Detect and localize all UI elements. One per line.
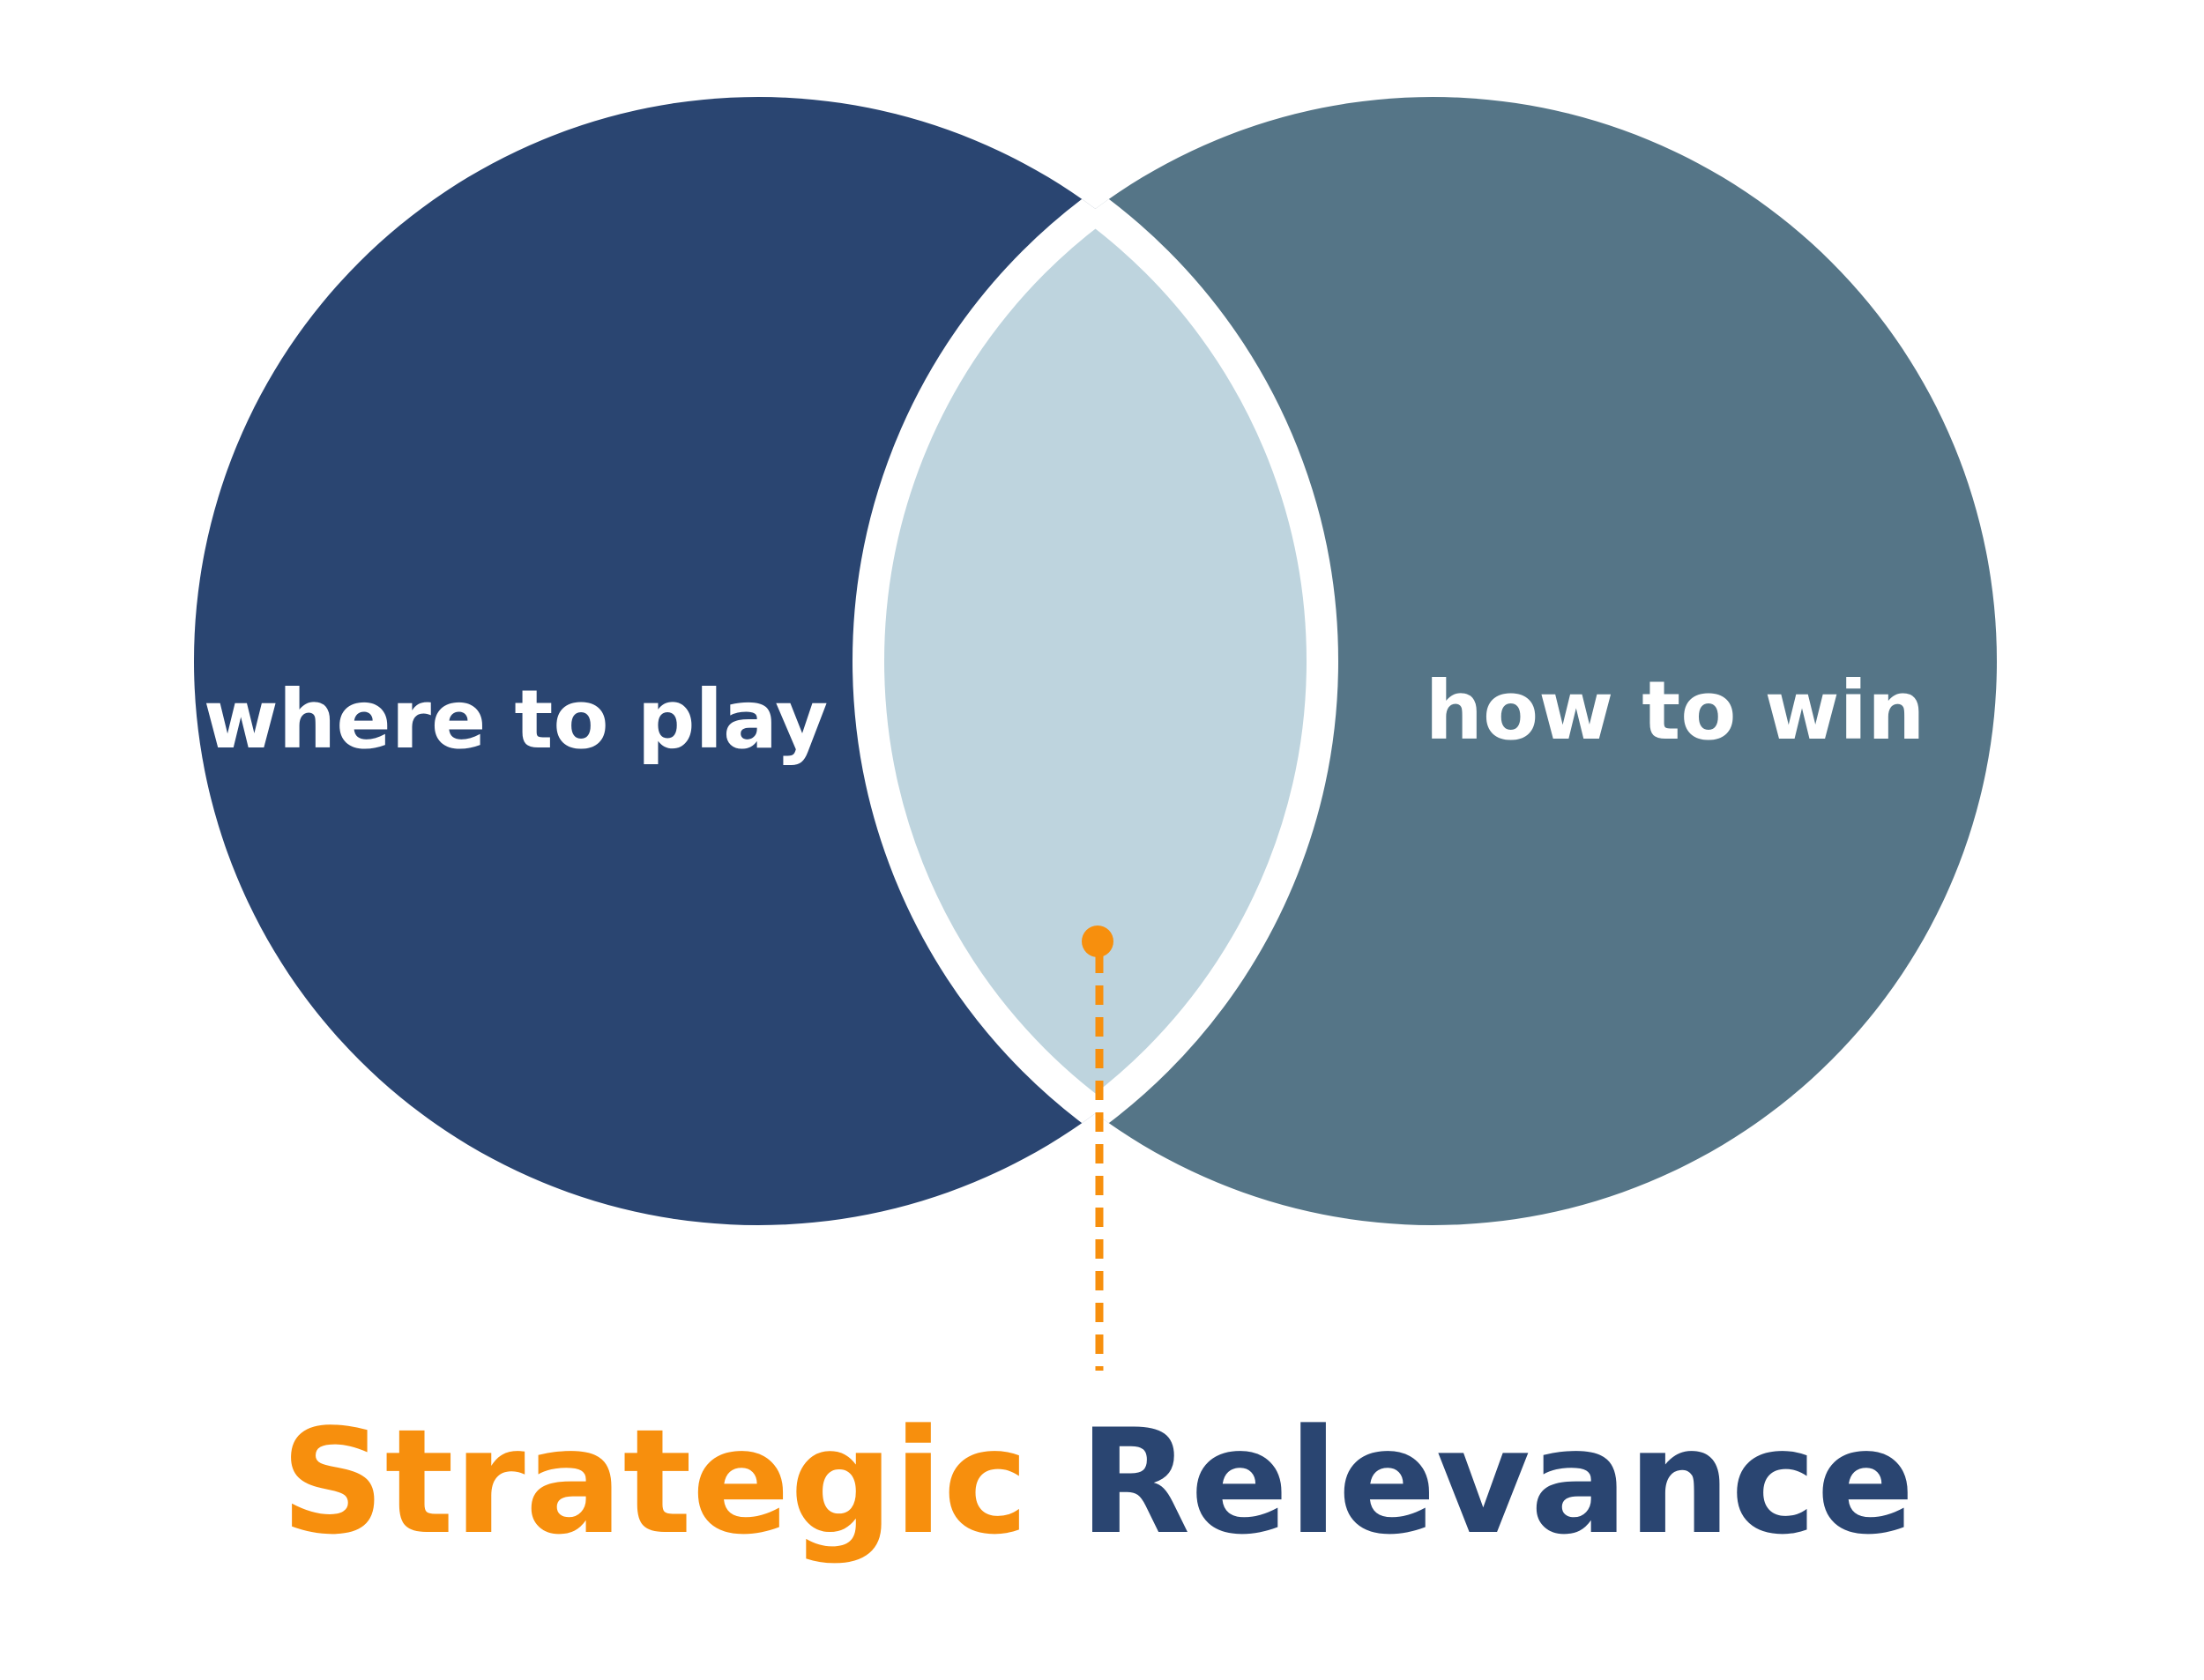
- lens-separator-left: [868, 97, 1338, 1225]
- page-title: Strategic Relevance: [280, 1398, 1914, 1566]
- title-second-word: Relevance: [1079, 1398, 1915, 1566]
- right-circle-label: how to win: [1426, 664, 1925, 758]
- pin-dot-icon: [1082, 925, 1113, 957]
- title-first-word: Strategic: [280, 1398, 1029, 1566]
- left-circle-label: where to play: [204, 673, 829, 767]
- lens-separator: [853, 97, 1322, 1225]
- intersection-lens: [868, 97, 1322, 1225]
